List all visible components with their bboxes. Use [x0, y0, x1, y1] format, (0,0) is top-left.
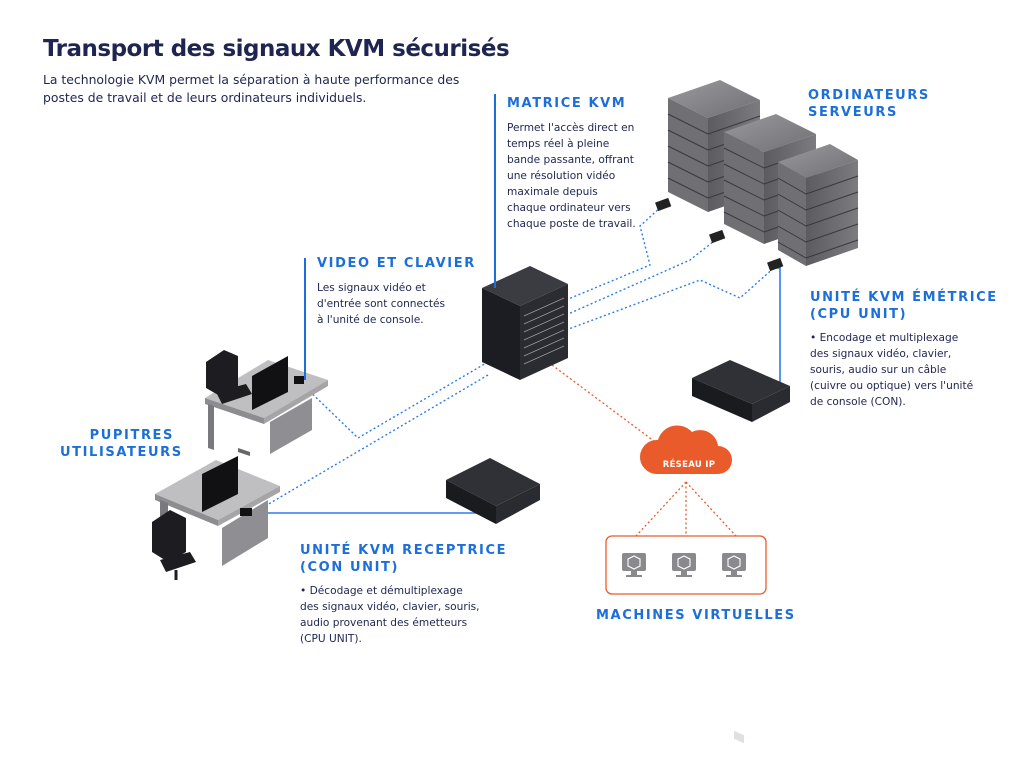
- cpu-dongle-1: [655, 197, 672, 212]
- reseau-ip-label: RÉSEAU IP: [662, 460, 716, 470]
- connection-matrix-server2: [565, 237, 719, 316]
- page-title: Transport des signaux KVM sécurisés: [43, 36, 510, 62]
- connection-matrix-cloud: [551, 364, 667, 451]
- connection-matrix-desk1: [299, 361, 489, 439]
- server-stack-3: [777, 144, 859, 266]
- kvm-emitter-unit-icon: [692, 360, 790, 744]
- serveurs-label: ORDINATEURS SERVEURS: [808, 88, 930, 120]
- cloud-icon: [639, 425, 732, 474]
- connection-matrix-desk2: [254, 374, 489, 513]
- ip-connections: [551, 364, 737, 537]
- matrice-bar: [494, 94, 496, 288]
- monitor-icon-1: [252, 356, 288, 410]
- server-rack-icon: [655, 80, 859, 272]
- cable-emitter: [775, 267, 781, 388]
- kvm-matrix-icon: [482, 266, 568, 380]
- video-label: VIDEO ET CLAVIER: [317, 256, 476, 271]
- connection-matrix-server1: [565, 205, 663, 301]
- page-subtitle: La technologie KVM permet la séparation …: [43, 72, 460, 105]
- machines-label: MACHINES VIRTUELLES: [596, 608, 796, 623]
- cpu-dongle-2: [709, 229, 726, 244]
- pupitres-label: PUPITRES UTILISATEURS: [60, 428, 183, 460]
- matrice-label: MATRICE KVM: [507, 96, 627, 111]
- chair-icon-1: [206, 350, 252, 404]
- desk-icon-2: [152, 456, 280, 580]
- video-description: Les signaux vidéo et d'entrée sont conne…: [317, 282, 446, 326]
- desk-icon-1: [205, 350, 328, 456]
- fiber-connections: [254, 205, 777, 513]
- monitor-icon-2: [202, 456, 238, 512]
- video-bar: [304, 258, 306, 380]
- kvm-receiver-unit-icon: [446, 458, 540, 524]
- connection-matrix-server3: [565, 265, 777, 331]
- emettrice-label: UNITÉ KVM ÉMÉTRICE (CPU UNIT): [810, 290, 998, 322]
- cpu-dongle-3: [767, 257, 784, 272]
- emettrice-description: • Encodage et multiplexage des signaux v…: [810, 332, 974, 408]
- receptrice-description: • Décodage et démultiplexage des signaux…: [300, 585, 480, 645]
- matrice-description: Permet l'accès direct en temps réel à pl…: [507, 122, 636, 230]
- virtual-machine-icon: [622, 553, 746, 577]
- chair-icon-2: [152, 510, 196, 580]
- receptrice-label: UNITÉ KVM RECEPTRICE (CON UNIT): [300, 543, 508, 575]
- virtual-machines-frame: [605, 535, 767, 595]
